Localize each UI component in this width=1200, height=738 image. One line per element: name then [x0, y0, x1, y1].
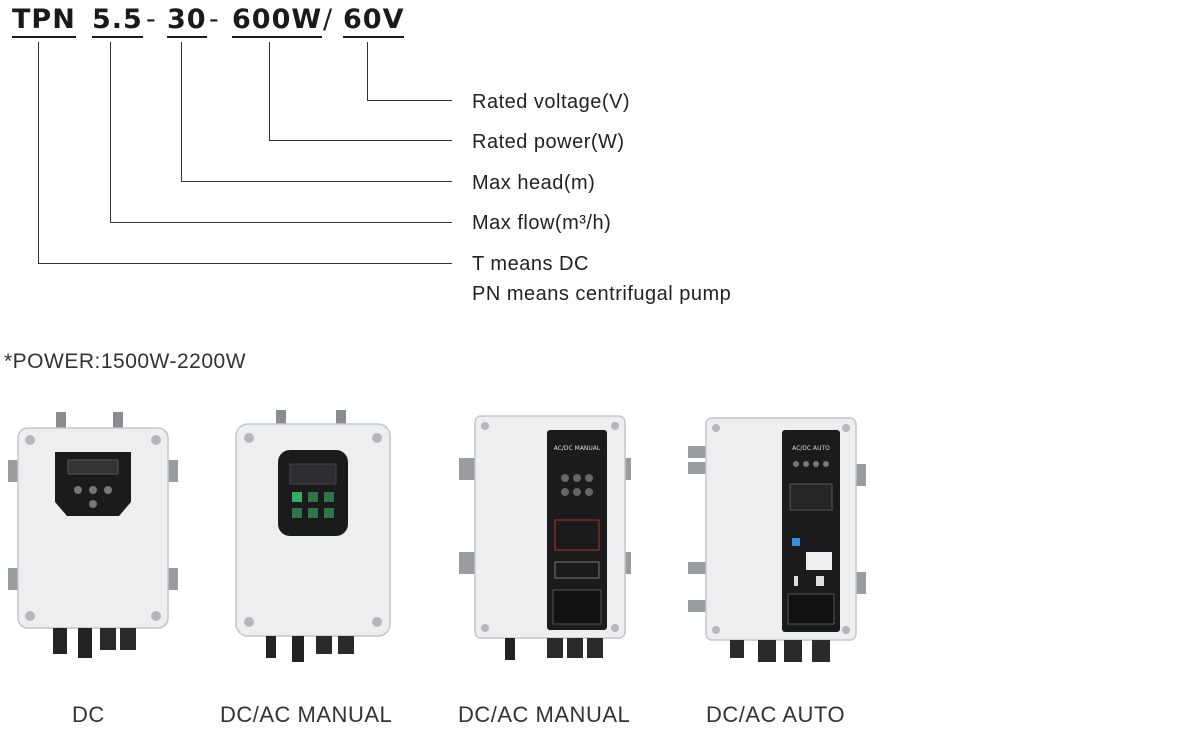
code-flow: 5.5	[92, 4, 143, 38]
code-head: 30	[167, 4, 207, 38]
legend-series-line-2: PN means centrifugal pump	[472, 283, 732, 305]
product-label-dcac-manual-2: DC/AC MANUAL	[458, 702, 631, 727]
product-dcac-auto-image: AC/DC AUTO	[688, 417, 866, 662]
product-label-dc: DC	[72, 702, 105, 727]
flow-connector-horizontal	[110, 222, 452, 223]
legend-flow: Max flow(m³/h)	[472, 212, 612, 234]
power-connector-vertical	[269, 42, 270, 141]
voltage-connector-horizontal	[367, 100, 452, 101]
code-voltage: 60V	[343, 4, 405, 38]
legend-head: Max head(m)	[472, 172, 596, 194]
series-connector-vertical	[38, 42, 39, 264]
panel-text-auto: AC/DC AUTO	[792, 445, 830, 452]
head-connector-vertical	[181, 42, 182, 182]
voltage-connector-vertical	[367, 42, 368, 101]
product-dc-image	[8, 412, 178, 658]
flow-connector-vertical	[110, 42, 111, 223]
product-label-dcac-manual-1: DC/AC MANUAL	[220, 702, 393, 727]
product-dcac-manual-1-image	[235, 410, 391, 662]
product-dcac-manual-2-image: AC/DC MANUAL	[459, 415, 631, 660]
legend-power: Rated power(W)	[472, 131, 625, 153]
series-connector-horizontal	[38, 263, 452, 264]
power-connector-horizontal	[269, 140, 452, 141]
legend-series-line-1: T means DC	[472, 253, 589, 275]
code-dash-1: -	[146, 4, 157, 35]
product-label-dcac-auto: DC/AC AUTO	[706, 702, 846, 727]
code-power: 600W	[232, 4, 323, 38]
panel-text-manual: AC/DC MANUAL	[554, 445, 601, 452]
code-series: TPN	[12, 4, 76, 38]
head-connector-horizontal	[181, 181, 452, 182]
legend-voltage: Rated voltage(V)	[472, 91, 631, 113]
code-dash-2: -	[209, 4, 220, 35]
code-slash: /	[323, 4, 334, 35]
power-range-note: *POWER:1500W-2200W	[4, 350, 247, 373]
